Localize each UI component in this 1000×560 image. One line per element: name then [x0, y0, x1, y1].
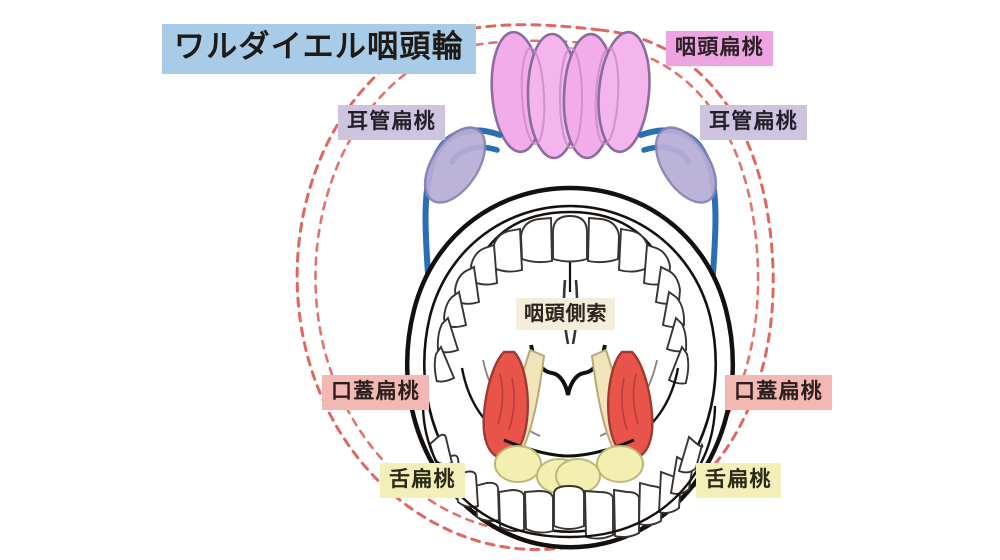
lingual-tonsils: [494, 445, 644, 494]
pharyngeal-tonsil-shape: [490, 30, 651, 160]
label-pharyngeal-tonsil: 咽頭扁桃: [666, 31, 774, 66]
label-palatine-tonsil-right: 口蓋扁桃: [725, 375, 833, 410]
page-title: ワルダイエル咽頭輪: [162, 24, 476, 74]
tubal-tonsil-left-shape: [423, 126, 487, 204]
label-tubal-tonsil-right: 耳管扁桃: [700, 105, 808, 140]
label-tubal-tonsil-left: 耳管扁桃: [338, 105, 446, 140]
label-lateral-pharyngeal-band: 咽頭側索: [516, 298, 616, 330]
upper-teeth: [433, 215, 690, 385]
label-lingual-tonsil-left: 舌扁桃: [380, 463, 465, 498]
uvula: [529, 344, 607, 396]
label-palatine-tonsil-left: 口蓋扁桃: [322, 375, 430, 410]
label-lingual-tonsil-right: 舌扁桃: [696, 463, 781, 498]
tubal-tonsil-right-shape: [654, 126, 718, 204]
